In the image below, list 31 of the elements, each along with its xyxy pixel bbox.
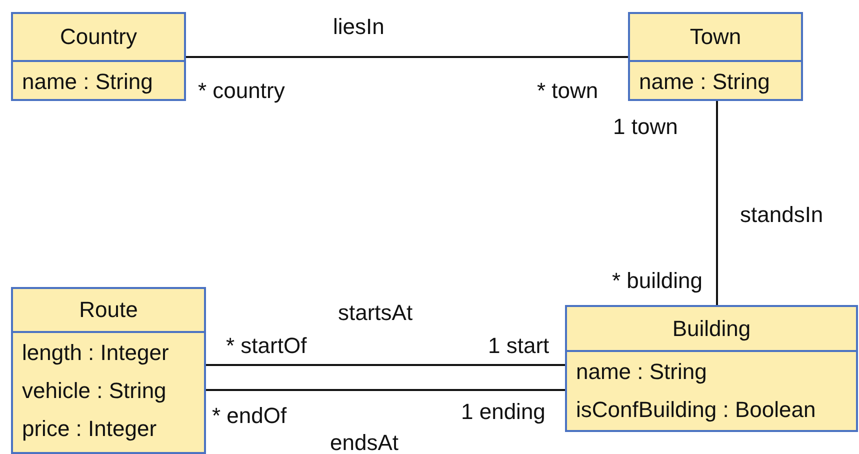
class-name: Building: [672, 318, 751, 340]
class-box: [11, 12, 186, 101]
multiplicity-label: 1 town: [613, 114, 678, 140]
attribute-text: name : String: [576, 359, 707, 384]
class-name: Town: [690, 26, 742, 48]
attribute-text: name : String: [639, 69, 770, 94]
attribute-text: name : String: [22, 69, 153, 94]
edge-label: liesIn: [333, 14, 384, 40]
edge-label: startsAt: [338, 300, 413, 326]
association-line: [716, 101, 718, 305]
association-line: [206, 389, 565, 391]
edge-label: endsAt: [330, 430, 398, 454]
multiplicity-label: * building: [612, 268, 703, 294]
class-box: [11, 287, 206, 454]
edge-label: standsIn: [740, 202, 824, 228]
multiplicity-label: 1 start: [488, 333, 550, 359]
multiplicity-label: 1 ending: [461, 399, 546, 425]
attribute-text: isConfBuilding : Boolean: [576, 397, 816, 422]
multiplicity-label: * endOf: [212, 403, 287, 429]
attribute-text: length : Integer: [22, 340, 169, 365]
class-box: [565, 305, 858, 432]
class-name: Country: [60, 26, 138, 48]
attribute-text: price : Integer: [22, 416, 157, 441]
multiplicity-label: * country: [198, 78, 285, 104]
association-line: [206, 364, 565, 366]
association-line: [186, 56, 628, 58]
class-name: Route: [79, 299, 138, 321]
class-box: [628, 12, 803, 101]
multiplicity-label: * town: [537, 78, 598, 104]
multiplicity-label: * startOf: [226, 333, 307, 359]
attribute-text: vehicle : String: [22, 378, 166, 403]
